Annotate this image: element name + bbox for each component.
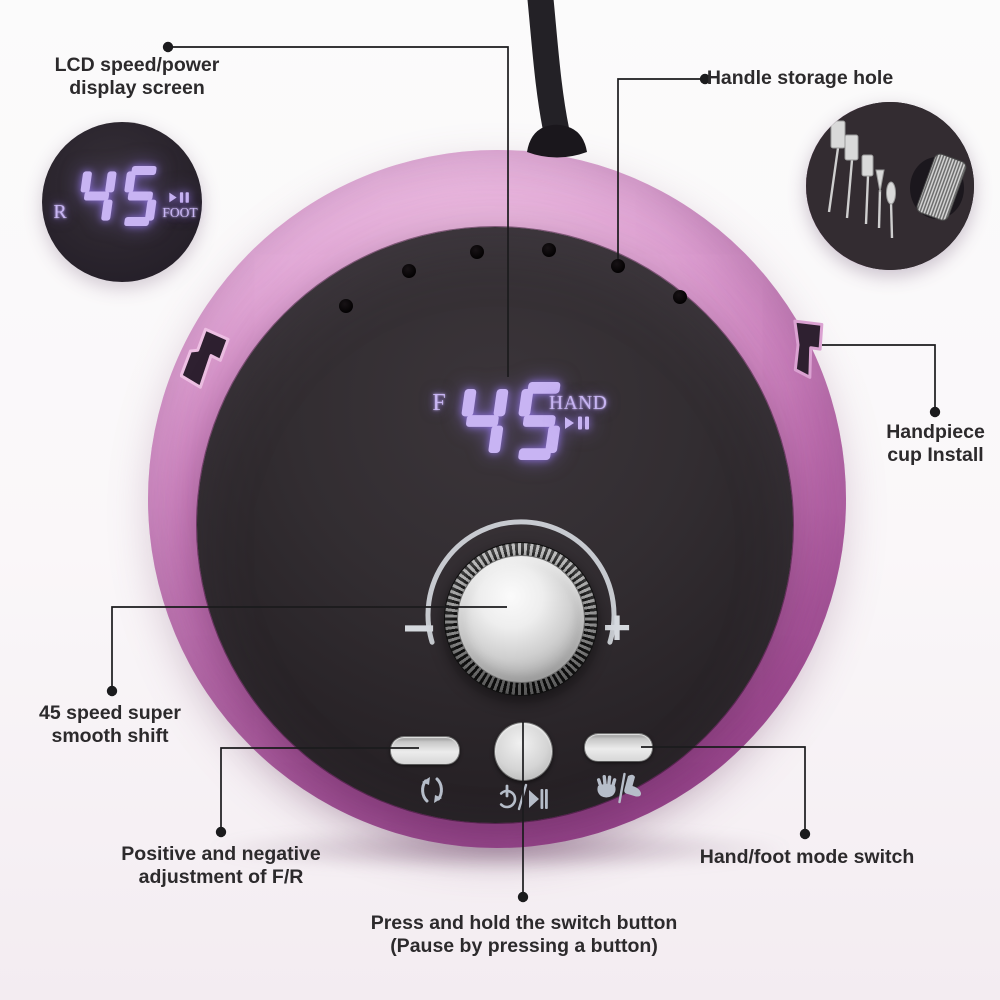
fr-direction-button xyxy=(390,736,460,765)
callout-line: 45 speed super xyxy=(39,702,181,724)
control-panel: F HAND − + xyxy=(197,227,793,823)
minus-label: − xyxy=(402,596,436,659)
play-pause-icon xyxy=(565,416,589,430)
callout-hand-foot-switch: Hand/foot mode switch xyxy=(677,846,937,869)
power-switch-button xyxy=(494,722,553,781)
callout-line: smooth shift xyxy=(51,725,169,747)
callout-fr-adjustment: Positive and negative adjustment of F/R xyxy=(91,843,351,889)
storage-holes-closeup-inset xyxy=(806,102,974,270)
lcd-closeup-inset: R FOOT xyxy=(42,122,202,282)
plus-label: + xyxy=(602,602,632,655)
storage-hole xyxy=(402,264,416,278)
storage-hole xyxy=(339,299,353,313)
handpiece-cup-notch-left xyxy=(180,327,230,389)
storage-hole xyxy=(470,245,484,259)
callout-switch-button: Press and hold the switch button (Pause … xyxy=(349,912,699,958)
callout-line: Positive and negative xyxy=(121,843,321,865)
storage-hole xyxy=(542,243,556,257)
hand-foot-icon xyxy=(596,772,642,804)
power-play-pause-icon xyxy=(498,783,548,811)
callout-line: cup Install xyxy=(887,444,984,466)
speed-knob xyxy=(457,555,585,683)
nail-drill-device-body: F HAND − + xyxy=(148,150,846,848)
inset-direction-indicator: R xyxy=(53,201,67,223)
callout-line: Handpiece xyxy=(886,421,985,443)
storage-hole xyxy=(673,290,687,304)
play-pause-icon xyxy=(169,192,189,203)
inset-mode-label: FOOT xyxy=(162,205,198,220)
callout-line: Press and hold the switch button xyxy=(370,912,678,934)
speed-arc xyxy=(425,519,617,645)
storage-hole xyxy=(611,259,625,273)
inset-speed-digits xyxy=(74,166,167,231)
drill-bits xyxy=(827,120,967,239)
callout-line: display screen xyxy=(69,77,205,99)
callout-line: (Pause by pressing a button) xyxy=(390,935,658,957)
callout-line: Handle storage hole xyxy=(706,67,894,89)
callout-line: adjustment of F/R xyxy=(138,866,304,888)
display-speed-digits xyxy=(456,382,573,465)
callout-handpiece-cup: Handpiece cup Install xyxy=(858,421,1000,467)
callout-45-speed: 45 speed super smooth shift xyxy=(15,702,205,748)
display-mode-label: HAND xyxy=(549,393,608,414)
callout-line: Hand/foot mode switch xyxy=(699,846,915,868)
rotation-direction-icon xyxy=(421,777,443,803)
callout-handle-storage-hole: Handle storage hole xyxy=(700,67,900,90)
display-direction-indicator: F xyxy=(432,390,446,416)
callout-line: LCD speed/power xyxy=(54,54,220,76)
callout-lcd-screen: LCD speed/power display screen xyxy=(26,54,248,100)
handpiece-cup-notch-right xyxy=(793,319,824,379)
hand-foot-mode-button xyxy=(584,733,653,762)
